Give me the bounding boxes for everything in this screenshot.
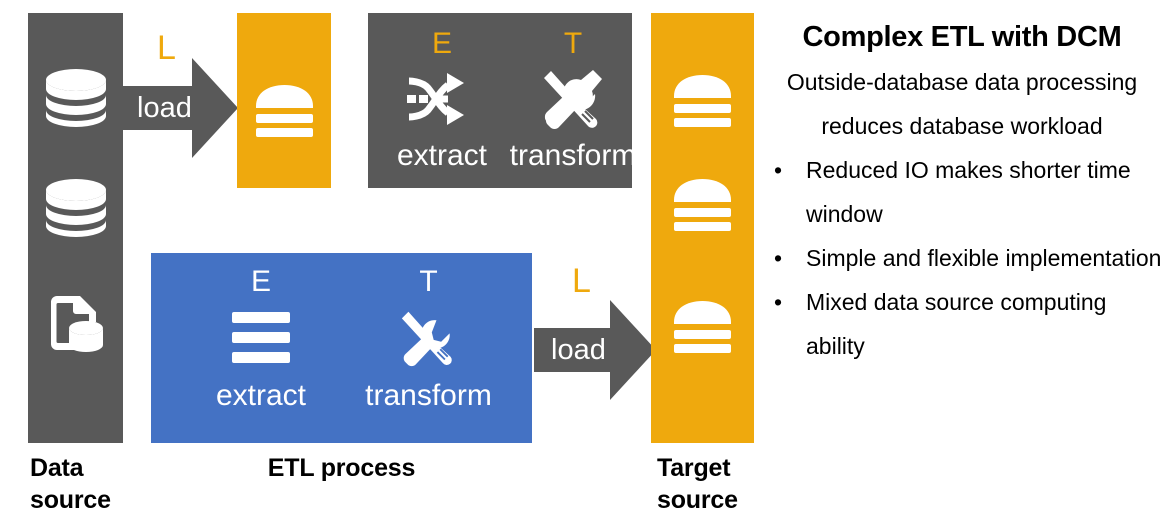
blue-extract-cell: E extract bbox=[181, 267, 341, 411]
staging-orange-box bbox=[237, 13, 331, 188]
wrench-screwdriver-icon bbox=[346, 309, 511, 367]
stacked-database-icon bbox=[674, 75, 731, 127]
data-source-caption-line1: Data bbox=[30, 454, 84, 482]
load-arrow-bottom bbox=[534, 300, 656, 400]
target-source-caption-line2: source bbox=[657, 486, 738, 514]
page-title: Complex ETL with DCM bbox=[802, 21, 1122, 53]
data-source-caption: Data source bbox=[30, 452, 150, 516]
list-item-label: Reduced IO makes shorter time window bbox=[806, 157, 1131, 227]
gray-transform-word: transform bbox=[509, 139, 632, 172]
list-item-label: Simple and flexible implementation bbox=[806, 245, 1162, 271]
stacked-database-icon bbox=[674, 179, 731, 231]
blue-transform-word: transform bbox=[365, 379, 492, 412]
bullet-icon: • bbox=[774, 289, 783, 315]
list-item: • Mixed data source computing ability bbox=[762, 280, 1162, 368]
load-arrow-top-label: load bbox=[137, 92, 192, 124]
list-item: • Simple and flexible implementation bbox=[762, 236, 1162, 280]
data-source-caption-line2: source bbox=[30, 486, 111, 514]
gray-transform-letter: T bbox=[563, 27, 583, 60]
data-source-column bbox=[28, 13, 123, 443]
load-arrow-bottom-label: load bbox=[551, 334, 606, 366]
file-database-icon bbox=[46, 296, 106, 358]
load-arrow-bottom-letter: L bbox=[572, 262, 591, 300]
stacked-database-icon bbox=[674, 301, 731, 353]
wrench-screwdriver-icon bbox=[508, 69, 632, 130]
database-cylinder-icon bbox=[44, 68, 108, 128]
bullet-icon: • bbox=[774, 157, 783, 183]
shuffle-arrows-icon bbox=[382, 69, 502, 129]
benefits-list: • Reduced IO makes shorter time window •… bbox=[762, 148, 1162, 368]
etl-process-caption: ETL process bbox=[267, 454, 416, 482]
text-panel: Complex ETL with DCM Outside-database da… bbox=[762, 20, 1162, 368]
load-arrow-top-letter: L bbox=[157, 29, 176, 67]
bullet-icon: • bbox=[774, 245, 783, 271]
gray-transform-cell: T bbox=[508, 29, 632, 171]
load-arrow-top bbox=[120, 58, 238, 158]
target-source-caption-line1: Target bbox=[657, 454, 731, 482]
blue-etl-box: E extract T bbox=[151, 253, 532, 443]
blue-extract-word: extract bbox=[215, 379, 307, 412]
list-item-label: Mixed data source computing ability bbox=[806, 289, 1107, 359]
target-source-caption: Target source bbox=[657, 452, 797, 516]
target-source-column bbox=[651, 13, 754, 443]
database-cylinder-icon bbox=[44, 178, 108, 238]
list-item: • Reduced IO makes shorter time window bbox=[762, 148, 1162, 236]
gray-extract-cell: E extract bbox=[382, 29, 502, 171]
gray-extract-letter: E bbox=[431, 27, 452, 60]
gray-etl-box: E extract T bbox=[368, 13, 632, 188]
blue-transform-letter: T bbox=[419, 265, 438, 298]
blue-extract-letter: E bbox=[250, 265, 271, 298]
stacked-database-icon bbox=[256, 85, 313, 137]
stacked-lines-icon bbox=[181, 309, 341, 367]
blue-transform-cell: T transform bbox=[346, 267, 511, 411]
gray-extract-word: extract bbox=[396, 139, 488, 172]
panel-lead-text: Outside-database data processing reduces… bbox=[786, 69, 1138, 139]
